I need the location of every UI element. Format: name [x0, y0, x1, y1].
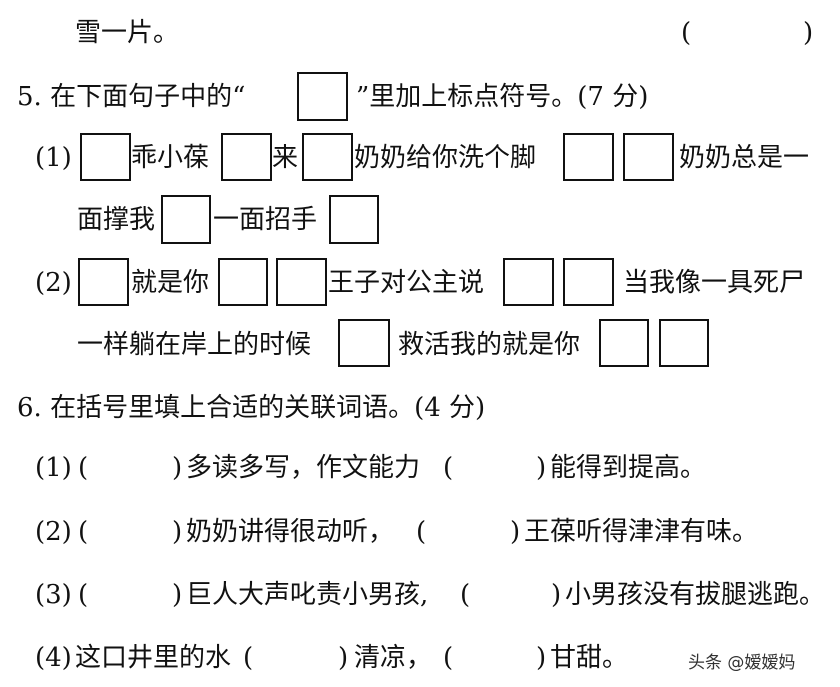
q5-item2-line2-seg1: 一样躺在岸上的时候	[77, 330, 312, 360]
q6-item2-label: (2)	[35, 517, 72, 547]
punctuation-box[interactable]	[161, 195, 211, 244]
q6-item3-blank1-open: (	[78, 580, 89, 610]
q6-item2-blank2-close: )	[510, 517, 521, 547]
q6-item1-blank2-open: (	[443, 453, 454, 483]
q6-item4-blank2-open: (	[443, 643, 454, 673]
q6-item4-end: 甘甜。	[550, 643, 629, 673]
q5-item2-line2-seg2: 救活我的就是你	[398, 330, 581, 360]
punctuation-box[interactable]	[563, 258, 614, 306]
q5-item1-seg4: 奶奶总是一	[679, 143, 810, 173]
q6-item2-end: 王葆听得津津有味。	[524, 517, 759, 547]
q6-item2-blank2-open: (	[416, 517, 427, 547]
q6-item3-mid: 巨人大声叱责小男孩,	[186, 580, 429, 610]
punctuation-box[interactable]	[599, 319, 649, 367]
q6-item4-label: (4)	[35, 643, 72, 673]
q6-item4-blank1-open: (	[243, 643, 254, 673]
q6-item1-mid: 多读多写，作文能力	[186, 453, 421, 483]
punctuation-box[interactable]	[302, 133, 353, 181]
q5-item1-line2-seg1: 面撑我	[77, 205, 156, 235]
q5-item1-seg3: 奶奶给你洗个脚	[354, 143, 537, 173]
q6-item1-label: (1)	[35, 453, 72, 483]
punctuation-box[interactable]	[659, 319, 709, 367]
q5-heading-pre: 5. 在下面句子中的“	[17, 82, 246, 112]
punctuation-box[interactable]	[329, 195, 379, 244]
q5-item1-label: (1)	[35, 143, 72, 173]
q6-item1-blank1-close: )	[172, 453, 183, 483]
q6-item4-pre: 这口井里的水	[75, 643, 232, 673]
q6-item1-end: 能得到提高。	[550, 453, 707, 483]
punctuation-box[interactable]	[80, 133, 131, 181]
q5-heading-post: ”里加上标点符号。(7 分)	[356, 82, 649, 112]
q6-heading: 6. 在括号里填上合适的关联词语。(4 分)	[17, 393, 486, 423]
q6-item3-label: (3)	[35, 580, 72, 610]
answer-paren-close: )	[803, 18, 814, 48]
q6-item4-blank2-close: )	[536, 643, 547, 673]
q5-item2-seg3: 当我像一具死尸	[623, 268, 806, 298]
q6-item3-end: 小男孩没有拔腿逃跑。	[565, 580, 826, 610]
q5-item1-seg1: 乖小葆	[131, 143, 210, 173]
q6-item2-blank1-open: (	[78, 517, 89, 547]
q5-item1-line2-seg2: 一面招手	[213, 205, 318, 235]
q6-item3-blank2-open: (	[460, 580, 471, 610]
punctuation-box[interactable]	[221, 133, 272, 181]
q6-item3-blank1-close: )	[172, 580, 183, 610]
punctuation-box[interactable]	[78, 258, 129, 306]
prev-item-text: 雪一片。	[75, 18, 180, 48]
q6-item3-blank2-close: )	[551, 580, 562, 610]
punctuation-box[interactable]	[563, 133, 614, 181]
punctuation-box[interactable]	[276, 258, 327, 306]
q5-item1-seg2: 来	[272, 143, 299, 173]
q5-item2-seg2: 王子对公主说	[328, 268, 485, 298]
q6-item4-blank1-close: )	[338, 643, 349, 673]
watermark: 头条 @嫒嫒妈	[688, 653, 796, 673]
q6-item2-mid: 奶奶讲得很动听，	[186, 517, 395, 547]
q6-item1-blank2-close: )	[536, 453, 547, 483]
q6-item1-blank1-open: (	[78, 453, 89, 483]
answer-paren-open: (	[681, 18, 692, 48]
q6-item2-blank1-close: )	[172, 517, 183, 547]
punctuation-box[interactable]	[338, 319, 390, 367]
punctuation-box[interactable]	[623, 133, 674, 181]
q5-item2-label: (2)	[35, 268, 72, 298]
q5-item2-seg1: 就是你	[131, 268, 210, 298]
example-punctuation-box	[297, 72, 348, 121]
punctuation-box[interactable]	[503, 258, 554, 306]
punctuation-box[interactable]	[218, 258, 268, 306]
q6-item4-mid: 清凉，	[354, 643, 433, 673]
